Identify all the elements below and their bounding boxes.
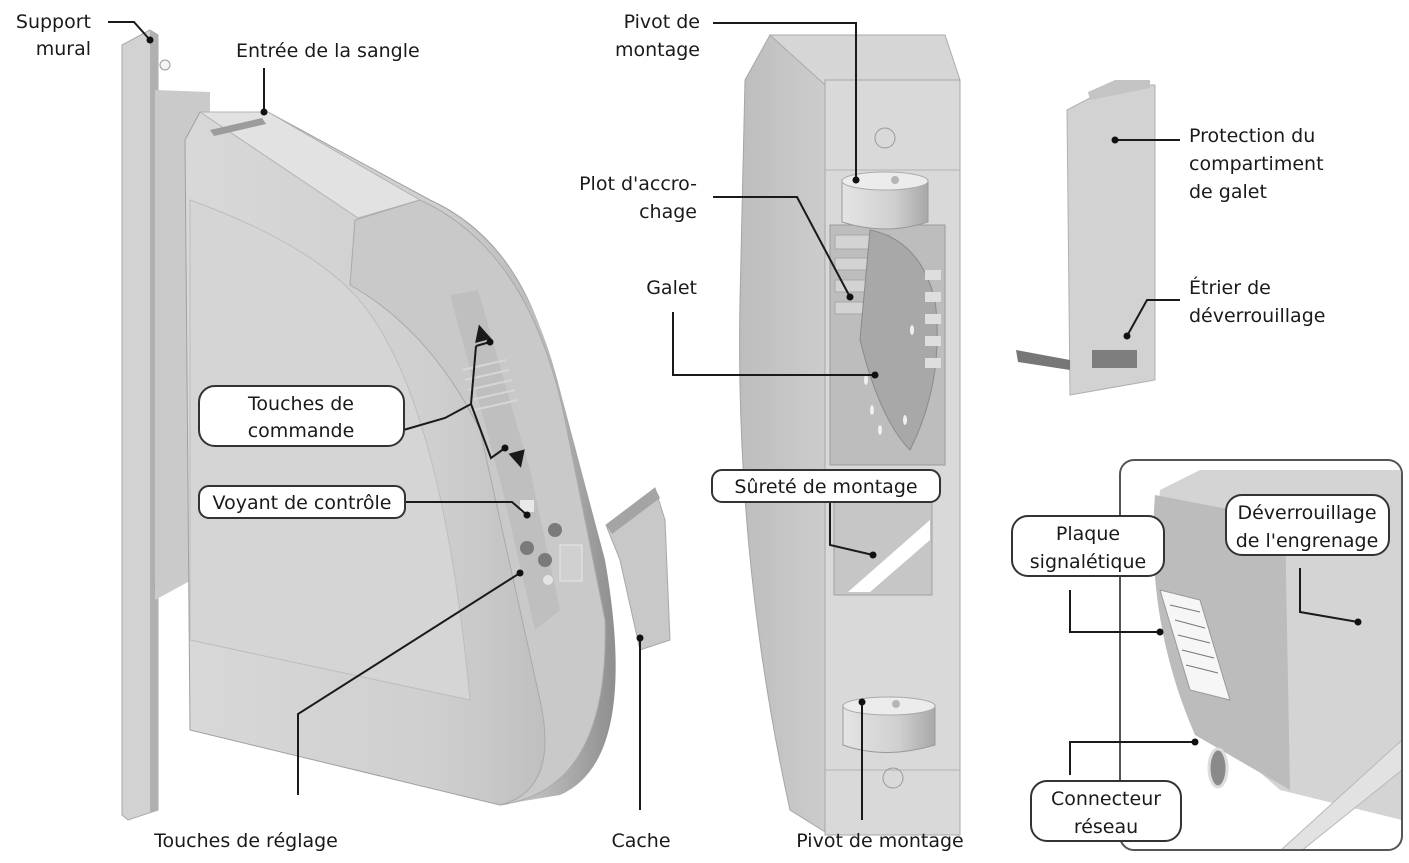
svg-text:réseau: réseau bbox=[1074, 816, 1138, 838]
label-touches-commande: Touches de commande bbox=[198, 385, 405, 447]
down-button-glyph: ▼ bbox=[507, 445, 530, 474]
svg-text:Sûreté de montage: Sûreté de montage bbox=[734, 476, 917, 498]
label-deverrouillage-engrenage: Déverrouillage de l'engrenage bbox=[1225, 494, 1390, 556]
label-etrier-deverrouillage: Étrier de déverrouillage bbox=[1189, 276, 1325, 327]
label-surete-montage: Sûreté de montage bbox=[711, 469, 941, 503]
svg-text:compartiment: compartiment bbox=[1189, 153, 1324, 175]
network-connector bbox=[1207, 747, 1229, 789]
svg-text:Voyant de contrôle: Voyant de contrôle bbox=[213, 492, 392, 514]
svg-text:commande: commande bbox=[248, 420, 355, 442]
label-support-mural: Support mural bbox=[16, 11, 91, 60]
compartment-cover bbox=[1016, 80, 1156, 396]
svg-text:Support: Support bbox=[16, 11, 91, 33]
svg-text:Plot d'accro-: Plot d'accro- bbox=[579, 173, 697, 195]
strap-slot bbox=[210, 118, 266, 136]
svg-text:de l'engrenage: de l'engrenage bbox=[1236, 530, 1379, 552]
device-side-view bbox=[739, 34, 961, 836]
label-voyant-controle: Voyant de contrôle bbox=[198, 485, 406, 519]
nameplate bbox=[1159, 589, 1231, 701]
svg-text:Touches de: Touches de bbox=[247, 393, 354, 415]
label-connecteur-reseau: Connecteur réseau bbox=[1030, 780, 1182, 842]
label-pivot-bas: Pivot de montage bbox=[796, 830, 963, 852]
svg-text:déverrouillage: déverrouillage bbox=[1189, 305, 1325, 327]
label-touches-reglage: Touches de réglage bbox=[153, 830, 338, 852]
svg-text:Plaque: Plaque bbox=[1056, 523, 1120, 545]
detail-inset bbox=[1119, 459, 1403, 851]
galet-wheel bbox=[859, 229, 938, 451]
device-front-view: ▲ ▼ bbox=[121, 29, 616, 821]
label-plaque-signaletique: Plaque signalétique bbox=[1011, 515, 1165, 577]
svg-text:Connecteur: Connecteur bbox=[1051, 788, 1161, 810]
svg-text:montage: montage bbox=[615, 39, 700, 61]
svg-text:signalétique: signalétique bbox=[1030, 551, 1146, 573]
svg-text:Pivot de: Pivot de bbox=[624, 11, 700, 33]
leader-lines bbox=[108, 21, 1362, 820]
svg-text:chage: chage bbox=[639, 201, 697, 223]
label-entree-sangle: Entrée de la sangle bbox=[236, 40, 420, 62]
svg-text:Protection du: Protection du bbox=[1189, 125, 1315, 147]
svg-text:Déverrouillage: Déverrouillage bbox=[1237, 502, 1376, 524]
label-protection-compartiment: Protection du compartiment de galet bbox=[1189, 125, 1324, 203]
label-cache: Cache bbox=[611, 830, 670, 852]
up-button-glyph: ▲ bbox=[469, 318, 492, 347]
label-plot-accrochage: Plot d'accro- chage bbox=[579, 173, 697, 223]
label-pivot-haut: Pivot de montage bbox=[615, 11, 700, 61]
cache-piece bbox=[605, 487, 671, 651]
svg-text:de galet: de galet bbox=[1189, 181, 1267, 203]
svg-text:Étrier de: Étrier de bbox=[1189, 276, 1271, 299]
svg-text:mural: mural bbox=[36, 38, 91, 60]
label-galet: Galet bbox=[646, 277, 697, 299]
